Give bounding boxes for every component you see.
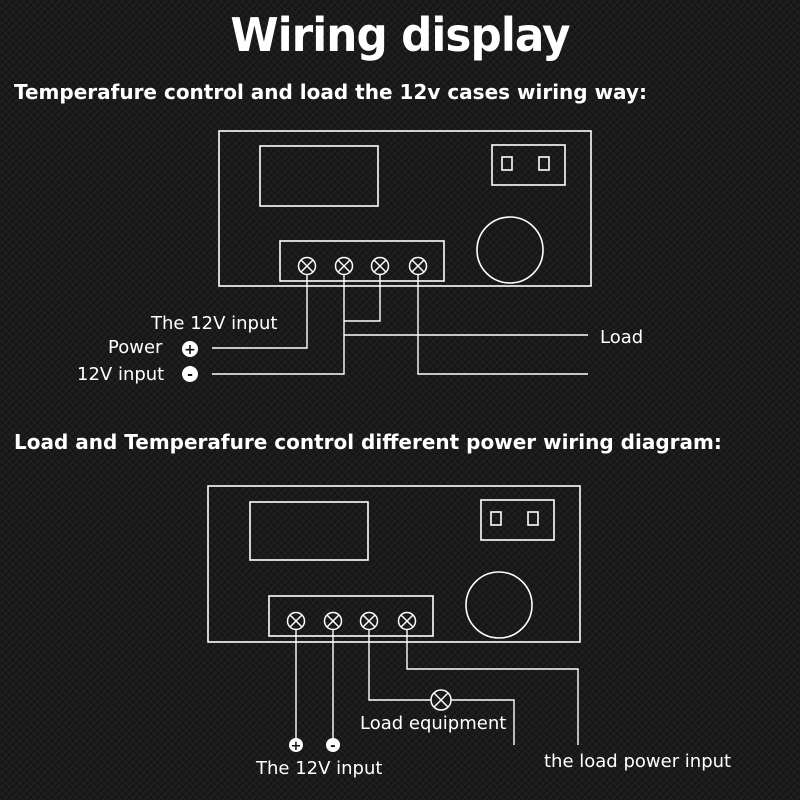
adjust-knob — [465, 571, 533, 639]
diagram-1-wires — [212, 275, 588, 375]
diagram-1 — [218, 130, 592, 287]
plus-terminal-icon — [289, 738, 303, 752]
label-power: Power — [108, 337, 163, 358]
terminal-screw-3 — [370, 256, 390, 276]
wire-bridge — [344, 275, 381, 322]
label-load: Load — [600, 327, 643, 348]
wire-load-equipment-left — [368, 630, 431, 701]
diagram-2-terminals — [286, 611, 417, 631]
diagram-2-wires — [295, 630, 579, 745]
wire-load-power-outer — [406, 630, 579, 745]
diagram-2 — [207, 485, 581, 643]
section1-heading: Temperafure control and load the 12v cas… — [14, 80, 647, 104]
minus-sign: - — [330, 739, 335, 754]
label-the-12v-input: The 12V input — [255, 758, 382, 779]
display-window — [249, 501, 369, 561]
terminal-block — [268, 595, 434, 637]
terminal-screw-2 — [334, 256, 354, 276]
sensor-pin-right — [538, 156, 550, 171]
terminal-block — [279, 240, 445, 282]
diagram-1-terminals — [297, 256, 428, 276]
wire-load-equipment-right — [451, 699, 515, 745]
diagram-2-labels: Load equipment The 12V input the load po… — [255, 713, 731, 779]
display-window — [259, 145, 379, 207]
wire-power-plus — [212, 275, 308, 349]
controller-housing — [218, 130, 592, 287]
sensor-pin-right — [527, 511, 539, 526]
plus-terminal-icon — [182, 341, 198, 357]
label-the-12v-input: The 12V input — [150, 313, 277, 334]
label-load-equipment: Load equipment — [360, 713, 506, 734]
load-equipment-lamp-icon — [430, 689, 452, 711]
diagram-1-labels: The 12V input Power 12V input Load + - — [77, 313, 643, 385]
minus-terminal-icon — [182, 366, 198, 382]
terminal-screw-3 — [359, 611, 379, 631]
controller-housing — [207, 485, 581, 643]
terminal-screw-4 — [397, 611, 417, 631]
plus-sign: + — [184, 342, 196, 358]
terminal-screw-1 — [286, 611, 306, 631]
minus-terminal-icon — [326, 738, 340, 752]
plus-sign: + — [291, 739, 302, 754]
terminal-screw-2 — [323, 611, 343, 631]
sensor-pin-left — [501, 156, 513, 171]
section2-heading: Load and Temperafure control different p… — [14, 430, 722, 454]
wire-power-minus — [212, 275, 345, 375]
minus-sign: - — [187, 367, 193, 383]
sensor-socket — [491, 144, 566, 186]
wire-load-bottom — [417, 275, 588, 375]
sensor-pin-left — [490, 511, 502, 526]
page-title: Wiring display — [230, 8, 570, 62]
label-load-power-input: the load power input — [544, 751, 731, 772]
adjust-knob — [476, 216, 544, 284]
sensor-socket — [480, 499, 555, 541]
terminal-screw-1 — [297, 256, 317, 276]
label-12v-input: 12V input — [77, 364, 164, 385]
terminal-screw-4 — [408, 256, 428, 276]
